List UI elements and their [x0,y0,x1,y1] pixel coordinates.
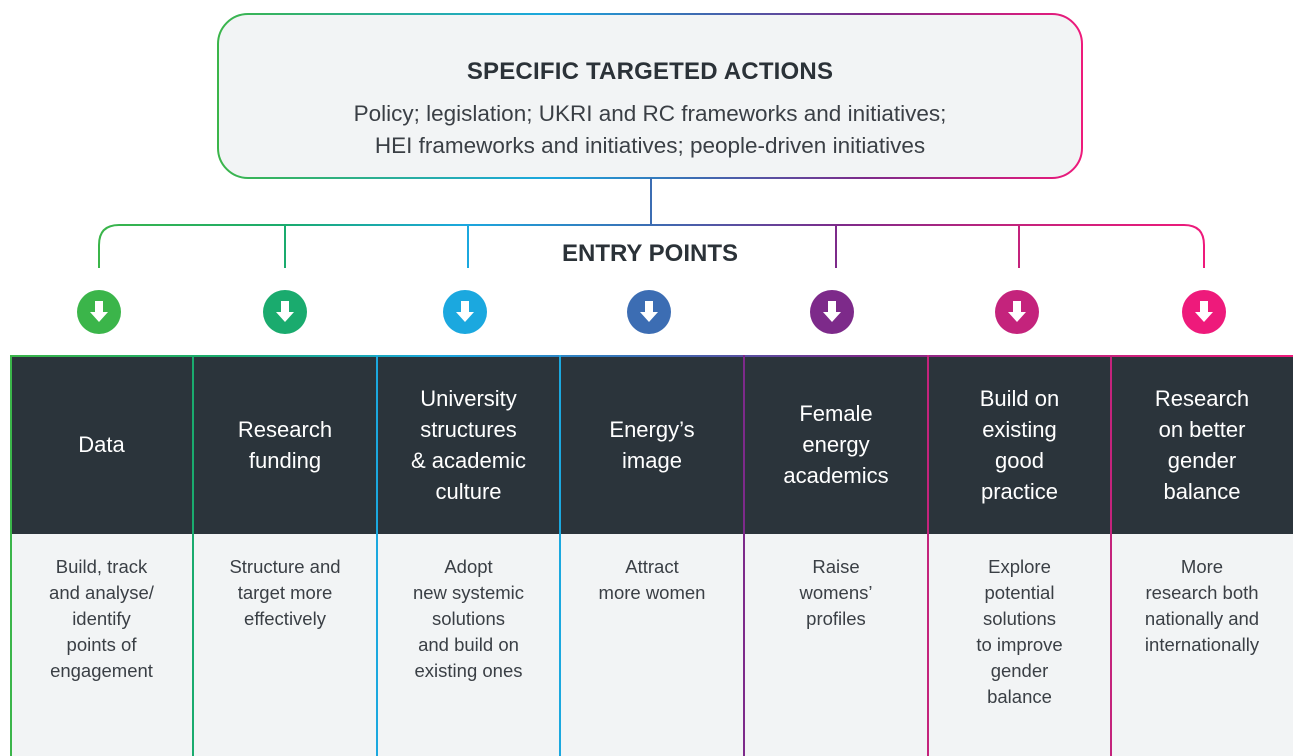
column-body: Structure and target more effectively [193,534,377,756]
column-divider [10,355,12,756]
column-divider [743,355,745,756]
column-divider [376,355,378,756]
column-header: Build on existing good practice [928,355,1111,534]
column-divider [192,355,194,756]
column-body: More research both nationally and intern… [1111,534,1293,756]
connector-bar [98,224,1205,268]
arrow-down-icon [995,290,1039,334]
table-top-border [10,355,1293,357]
arrow-down-icon [627,290,671,334]
arrow-down-icon [443,290,487,334]
column-research-funding: Research funding Structure and target mo… [193,355,377,756]
column-body: Explore potential solutions to improve g… [928,534,1111,756]
column-body: Attract more women [560,534,744,756]
arrow-down-icon [1182,290,1226,334]
column-header: University structures & academic culture [377,355,560,534]
column-research-gender-balance: Research on better gender balance More r… [1111,355,1293,756]
column-header: Research on better gender balance [1111,355,1293,534]
connector-lines [98,178,1205,268]
column-divider [1110,355,1112,756]
column-divider [559,355,561,756]
arrow-down-icon [263,290,307,334]
entry-points-title: ENTRY POINTS [561,240,739,267]
column-build-on-good-practice: Build on existing good practice Explore … [928,355,1111,756]
column-data: Data Build, track and analyse/ identify … [10,355,193,756]
column-energys-image: Energy’s image Attract more women [560,355,744,756]
arrow-down-icon [810,290,854,334]
entry-points-table: Data Build, track and analyse/ identify … [10,355,1293,756]
arrow-down-icon [77,290,121,334]
column-header: Female energy academics [744,355,928,534]
column-header: Research funding [193,355,377,534]
column-body: Raise womens’ profiles [744,534,928,756]
column-body: Build, track and analyse/ identify point… [10,534,193,756]
column-header: Data [10,355,193,534]
column-female-energy-academics: Female energy academics Raise womens’ pr… [744,355,928,756]
column-divider [927,355,929,756]
column-university-structures: University structures & academic culture… [377,355,560,756]
column-body: Adopt new systemic solutions and build o… [377,534,560,756]
column-header: Energy’s image [560,355,744,534]
